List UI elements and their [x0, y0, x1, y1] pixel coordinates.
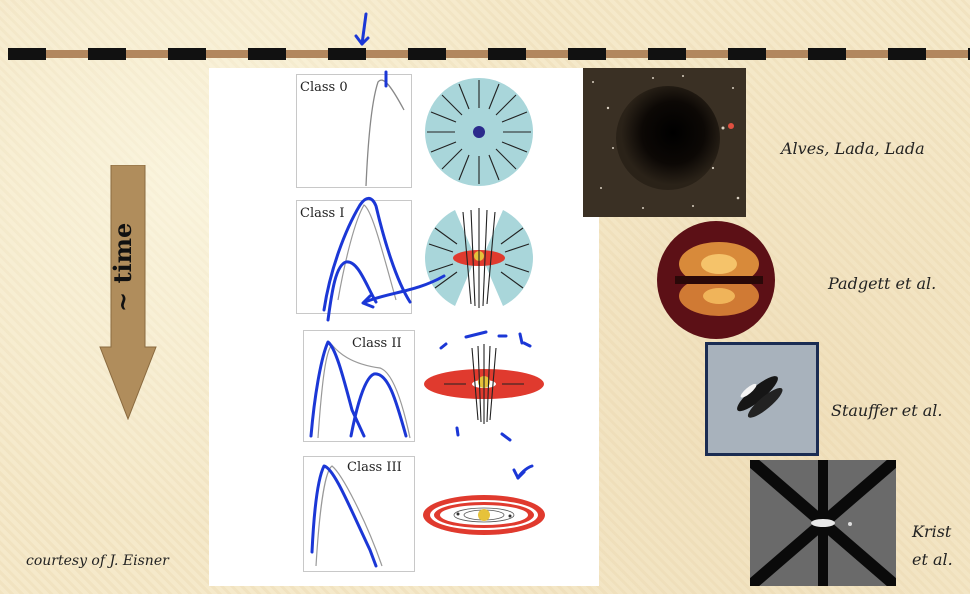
time-label: ~ time	[108, 228, 148, 312]
credit-alves: Alves, Lada, Lada	[781, 139, 925, 158]
padgett-disk-image	[655, 220, 777, 340]
krist-disk-image	[750, 460, 896, 586]
dark-cloud-image	[583, 68, 746, 217]
credit-krist-line1: Krist	[912, 522, 951, 541]
credit-stauffer: Stauffer et al.	[831, 401, 943, 420]
credit-krist-line2: et al.	[912, 550, 953, 569]
courtesy-credit: courtesy of J. Eisner	[26, 553, 169, 569]
credit-padgett: Padgett et al.	[828, 274, 936, 293]
stauffer-disk-image	[705, 342, 819, 456]
